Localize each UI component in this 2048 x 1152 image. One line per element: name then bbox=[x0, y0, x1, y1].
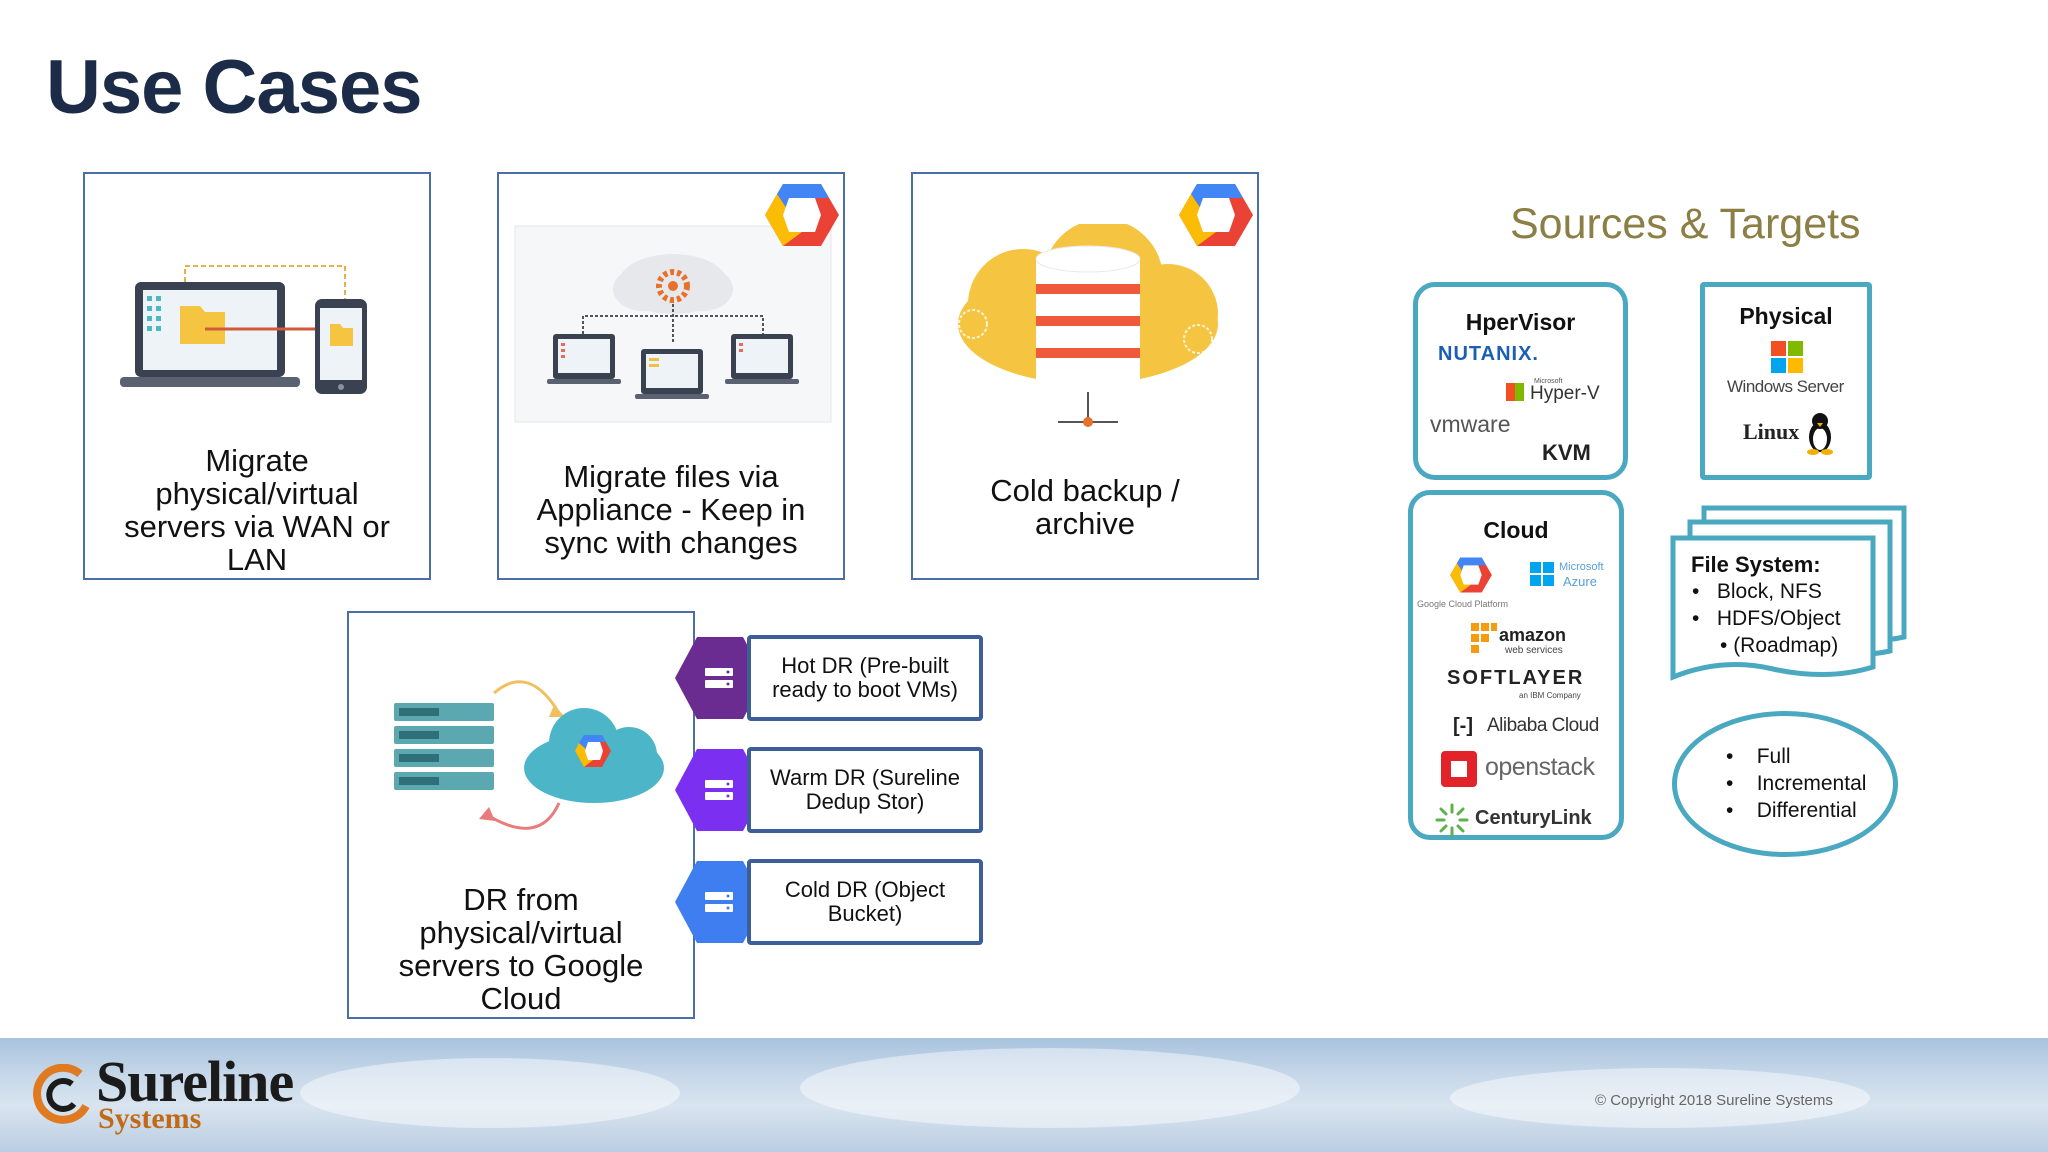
list-item-label: Incremental bbox=[1756, 772, 1867, 795]
list-item-label: Full bbox=[1756, 745, 1791, 768]
list-item-label: HDFS/Object bbox=[1716, 607, 1841, 630]
amazon-logo: amazon bbox=[1499, 625, 1567, 645]
storage-icon bbox=[675, 861, 765, 943]
dr-option-cold: Cold DR (Object Bucket) bbox=[675, 859, 995, 949]
bullet-icon: • bbox=[1726, 772, 1757, 795]
panel-hypervisor: HperVisor NUTANIX. Microsoft Hyper-V vmw… bbox=[1413, 282, 1628, 480]
openstack-logo: openstack bbox=[1485, 753, 1595, 781]
list-item: • Full bbox=[1726, 743, 1866, 770]
vmware-logo: vmware bbox=[1430, 411, 1511, 437]
cloud-database-illustration bbox=[958, 224, 1218, 427]
sureline-swirl-icon bbox=[33, 1064, 90, 1124]
kvm-logo: KVM bbox=[1542, 440, 1591, 465]
windows-server-logo: Windows Server bbox=[1727, 377, 1844, 396]
centurylink-icon bbox=[1435, 803, 1469, 837]
footer-sky-banner: Sureline Systems © Copyright 2018 Sureli… bbox=[0, 1038, 2048, 1152]
list-item: • HDFS/Object bbox=[1692, 605, 1841, 632]
windows-flag-icon bbox=[1771, 341, 1803, 373]
bullet-icon: • bbox=[1726, 799, 1757, 822]
dr-option-hot: Hot DR (Pre-built ready to boot VMs) bbox=[675, 635, 995, 725]
hyperv-logo: Hyper-V bbox=[1530, 383, 1600, 404]
list-item: • Block, NFS bbox=[1692, 578, 1841, 605]
google-cloud-icon bbox=[1450, 557, 1492, 593]
aws-cubes-icon bbox=[1471, 623, 1497, 653]
brand-logo-subtext: Systems bbox=[98, 1102, 202, 1135]
card-cold-backup: Cold backup / archive bbox=[911, 172, 1259, 580]
list-item: • Differential bbox=[1726, 797, 1866, 824]
bullet-icon: • bbox=[1726, 745, 1757, 768]
card-caption: DR from physical/virtual servers to Goog… bbox=[398, 882, 644, 1016]
card-migrate-servers: Migrate physical/virtual servers via WAN… bbox=[83, 172, 431, 580]
laptop-phone-illustration bbox=[120, 265, 367, 394]
windows-flag-icon bbox=[1506, 383, 1524, 401]
panel-physical: Physical Windows Server Linux bbox=[1700, 282, 1872, 480]
list-item-label: (Roadmap) bbox=[1733, 634, 1839, 657]
google-cloud-icon bbox=[1179, 184, 1253, 246]
cloud-decoration bbox=[1450, 1068, 1870, 1128]
google-cloud-icon bbox=[765, 184, 839, 246]
dr-option-label: Cold DR (Object Bucket) bbox=[747, 859, 983, 945]
appliance-sync-illustration bbox=[514, 225, 832, 423]
server-to-cloud-illustration bbox=[394, 680, 664, 830]
card-caption: Migrate physical/virtual servers via WAN… bbox=[124, 443, 390, 577]
card-dr: DR from physical/virtual servers to Goog… bbox=[347, 611, 695, 1019]
panel-heading: HperVisor bbox=[1465, 309, 1576, 335]
page-title: Use Cases bbox=[46, 45, 422, 130]
openstack-icon-inner bbox=[1451, 761, 1467, 777]
azure-logo-small: Microsoft bbox=[1559, 561, 1604, 573]
google-cloud-logo: Google Cloud Platform bbox=[1417, 599, 1509, 609]
file-system-heading: File System: bbox=[1691, 552, 1821, 577]
card-caption: Cold backup / archive bbox=[990, 473, 1180, 541]
card-caption: Migrate files via Appliance - Keep in sy… bbox=[536, 459, 806, 560]
softlayer-logo: SOFTLAYER bbox=[1447, 667, 1585, 689]
aws-subtitle: web services bbox=[1505, 645, 1563, 656]
file-system-list: • Block, NFS • HDFS/Object • (Roadmap) bbox=[1692, 578, 1841, 659]
dr-option-warm: Warm DR (Sureline Dedup Stor) bbox=[675, 747, 995, 837]
backup-types-list: • Full • Incremental • Differential bbox=[1726, 743, 1866, 824]
cloud-decoration bbox=[800, 1048, 1300, 1128]
card-migrate-files: Migrate files via Appliance - Keep in sy… bbox=[497, 172, 845, 580]
list-item: • Incremental bbox=[1726, 770, 1866, 797]
dr-option-label: Hot DR (Pre-built ready to boot VMs) bbox=[747, 635, 983, 721]
bullet-icon: • bbox=[1692, 580, 1717, 603]
backup-types-ellipse bbox=[1672, 711, 1898, 857]
storage-icon bbox=[675, 749, 765, 831]
azure-logo: Azure bbox=[1563, 574, 1597, 589]
list-item: • (Roadmap) bbox=[1692, 632, 1841, 659]
list-item-label: Block, NFS bbox=[1716, 580, 1822, 603]
storage-icon bbox=[675, 637, 765, 719]
sources-targets-title: Sources & Targets bbox=[1510, 200, 1861, 248]
windows-flag-icon bbox=[1530, 562, 1554, 586]
panel-cloud: Cloud Google Cloud Platform Microsoft Az… bbox=[1408, 490, 1624, 840]
bullet-icon: • bbox=[1692, 607, 1717, 630]
panel-heading: Cloud bbox=[1483, 517, 1549, 543]
bullet-icon: • bbox=[1720, 634, 1734, 657]
hyperv-logo-small: Microsoft bbox=[1534, 378, 1563, 385]
alibaba-cloud-logo: Alibaba Cloud bbox=[1487, 715, 1599, 736]
panel-heading: Physical bbox=[1739, 303, 1833, 329]
centurylink-logo: CenturyLink bbox=[1475, 807, 1592, 829]
alibaba-icon: [-] bbox=[1453, 715, 1473, 737]
dr-option-label: Warm DR (Sureline Dedup Stor) bbox=[747, 747, 983, 833]
list-item-label: Differential bbox=[1756, 799, 1857, 822]
softlayer-subtitle: an IBM Company bbox=[1519, 691, 1581, 700]
file-system-document bbox=[1670, 505, 1907, 681]
linux-logo: Linux bbox=[1743, 419, 1800, 444]
copyright-text: © Copyright 2018 Sureline Systems bbox=[1595, 1092, 1833, 1109]
tux-penguin-icon bbox=[1807, 413, 1833, 455]
nutanix-logo: NUTANIX. bbox=[1438, 343, 1539, 365]
cloud-decoration bbox=[300, 1058, 680, 1128]
brand-logo-text: Sureline bbox=[96, 1049, 294, 1114]
